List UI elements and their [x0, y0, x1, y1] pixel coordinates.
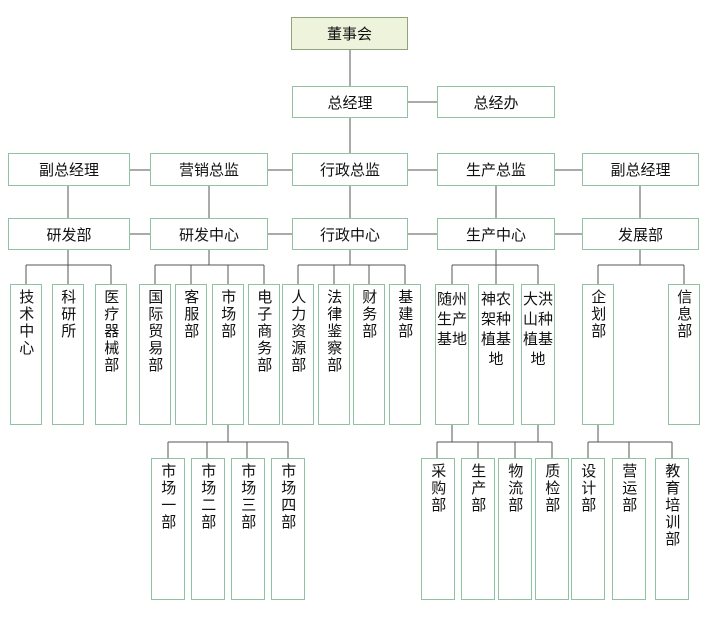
- node-ecommerce: 电子商务部: [248, 284, 280, 425]
- node-gm: 总经理: [292, 86, 408, 118]
- node-medical-dept: 医疗器械部: [95, 284, 127, 425]
- node-tech-center: 技术中心: [10, 284, 42, 425]
- node-design: 设计部: [571, 458, 605, 600]
- node-planning: 企划部: [582, 284, 614, 425]
- node-vgm-left: 副总经理: [8, 153, 130, 186]
- node-board: 董事会: [291, 17, 408, 50]
- node-rd-dept: 研发部: [8, 218, 130, 250]
- node-training: 教育培训部: [655, 458, 689, 600]
- node-vgm-right: 副总经理: [582, 153, 699, 186]
- node-shennongjia-base: 神农架种植基地: [478, 284, 514, 425]
- node-legal: 法律鉴察部: [318, 284, 350, 425]
- node-hr: 人力资源部: [282, 284, 314, 425]
- node-logistics: 物流部: [498, 458, 532, 600]
- node-market-3: 市场三部: [231, 458, 265, 600]
- node-finance: 财务部: [353, 284, 385, 425]
- node-customer-service: 客服部: [175, 284, 207, 425]
- node-gm-office: 总经办: [437, 86, 555, 118]
- node-purchasing: 采购部: [421, 458, 455, 600]
- node-production-center: 生产中心: [437, 218, 555, 250]
- node-market-4: 市场四部: [271, 458, 305, 600]
- node-production: 生产部: [461, 458, 495, 600]
- node-information: 信息部: [668, 284, 700, 425]
- node-operations: 营运部: [612, 458, 646, 600]
- node-marketing-director: 营销总监: [150, 153, 268, 186]
- node-rd-center: 研发中心: [150, 218, 268, 250]
- node-admin-center: 行政中心: [292, 218, 408, 250]
- node-admin-director: 行政总监: [292, 153, 408, 186]
- node-production-director: 生产总监: [437, 153, 555, 186]
- node-dev-dept: 发展部: [582, 218, 699, 250]
- node-market-1: 市场一部: [151, 458, 185, 600]
- node-quality: 质检部: [535, 458, 569, 600]
- node-infrastructure: 基建部: [389, 284, 421, 425]
- node-suizhou-base: 随州生产基地: [435, 284, 469, 425]
- node-dahongshan-base: 大洪山种植基地: [521, 284, 555, 425]
- node-intl-trade: 国际贸易部: [139, 284, 171, 425]
- node-research-office: 科研所: [52, 284, 84, 425]
- node-market-2: 市场二部: [191, 458, 225, 600]
- node-market-dept: 市场部: [212, 284, 244, 425]
